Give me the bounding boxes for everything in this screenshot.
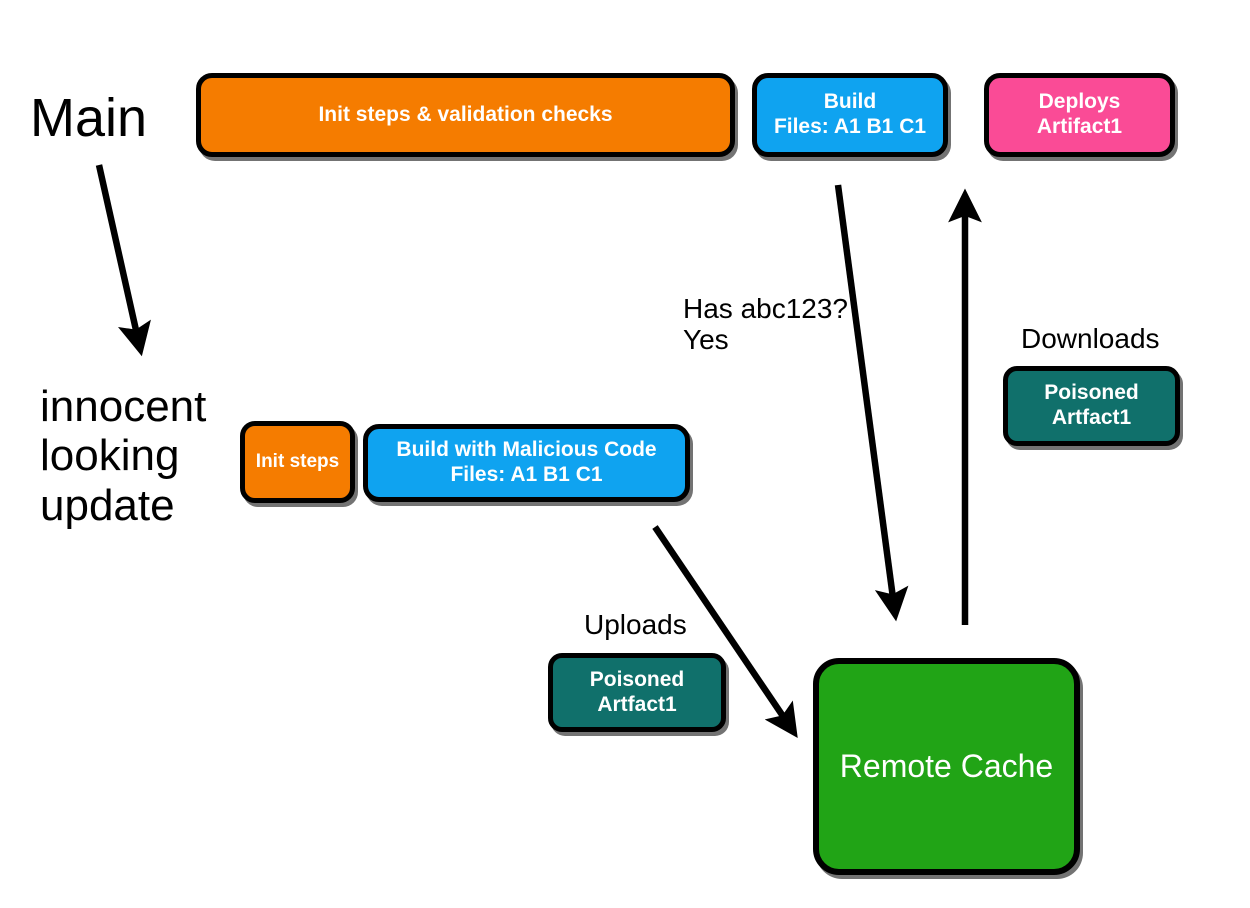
node-main-deploys-artifact[interactable]: Deploys Artifact1 (984, 73, 1175, 157)
node-remote-cache[interactable]: Remote Cache (813, 658, 1080, 875)
node-main-build[interactable]: Build Files: A1 B1 C1 (752, 73, 948, 157)
cache-lookup-arrow (834, 184, 909, 622)
branch-label-main: Main (30, 88, 148, 148)
node-main-init-steps[interactable]: Init steps & validation checks (196, 73, 735, 157)
node-evil-init-steps[interactable]: Init steps (240, 421, 355, 503)
node-poisoned-artifact-upload[interactable]: Poisoned Artfact1 (548, 653, 726, 732)
uploads-label: Uploads (584, 609, 687, 640)
cache-lookup-label: Has abc123? Yes (683, 293, 849, 356)
node-poisoned-artifact-download[interactable]: Poisoned Artfact1 (1003, 366, 1180, 446)
branch-label-innocent-update: innocent looking update (40, 382, 207, 530)
downloads-label: Downloads (1021, 323, 1160, 354)
main-to-branch-arrow (95, 164, 151, 357)
node-evil-build-malicious[interactable]: Build with Malicious Code Files: A1 B1 C… (363, 424, 690, 502)
